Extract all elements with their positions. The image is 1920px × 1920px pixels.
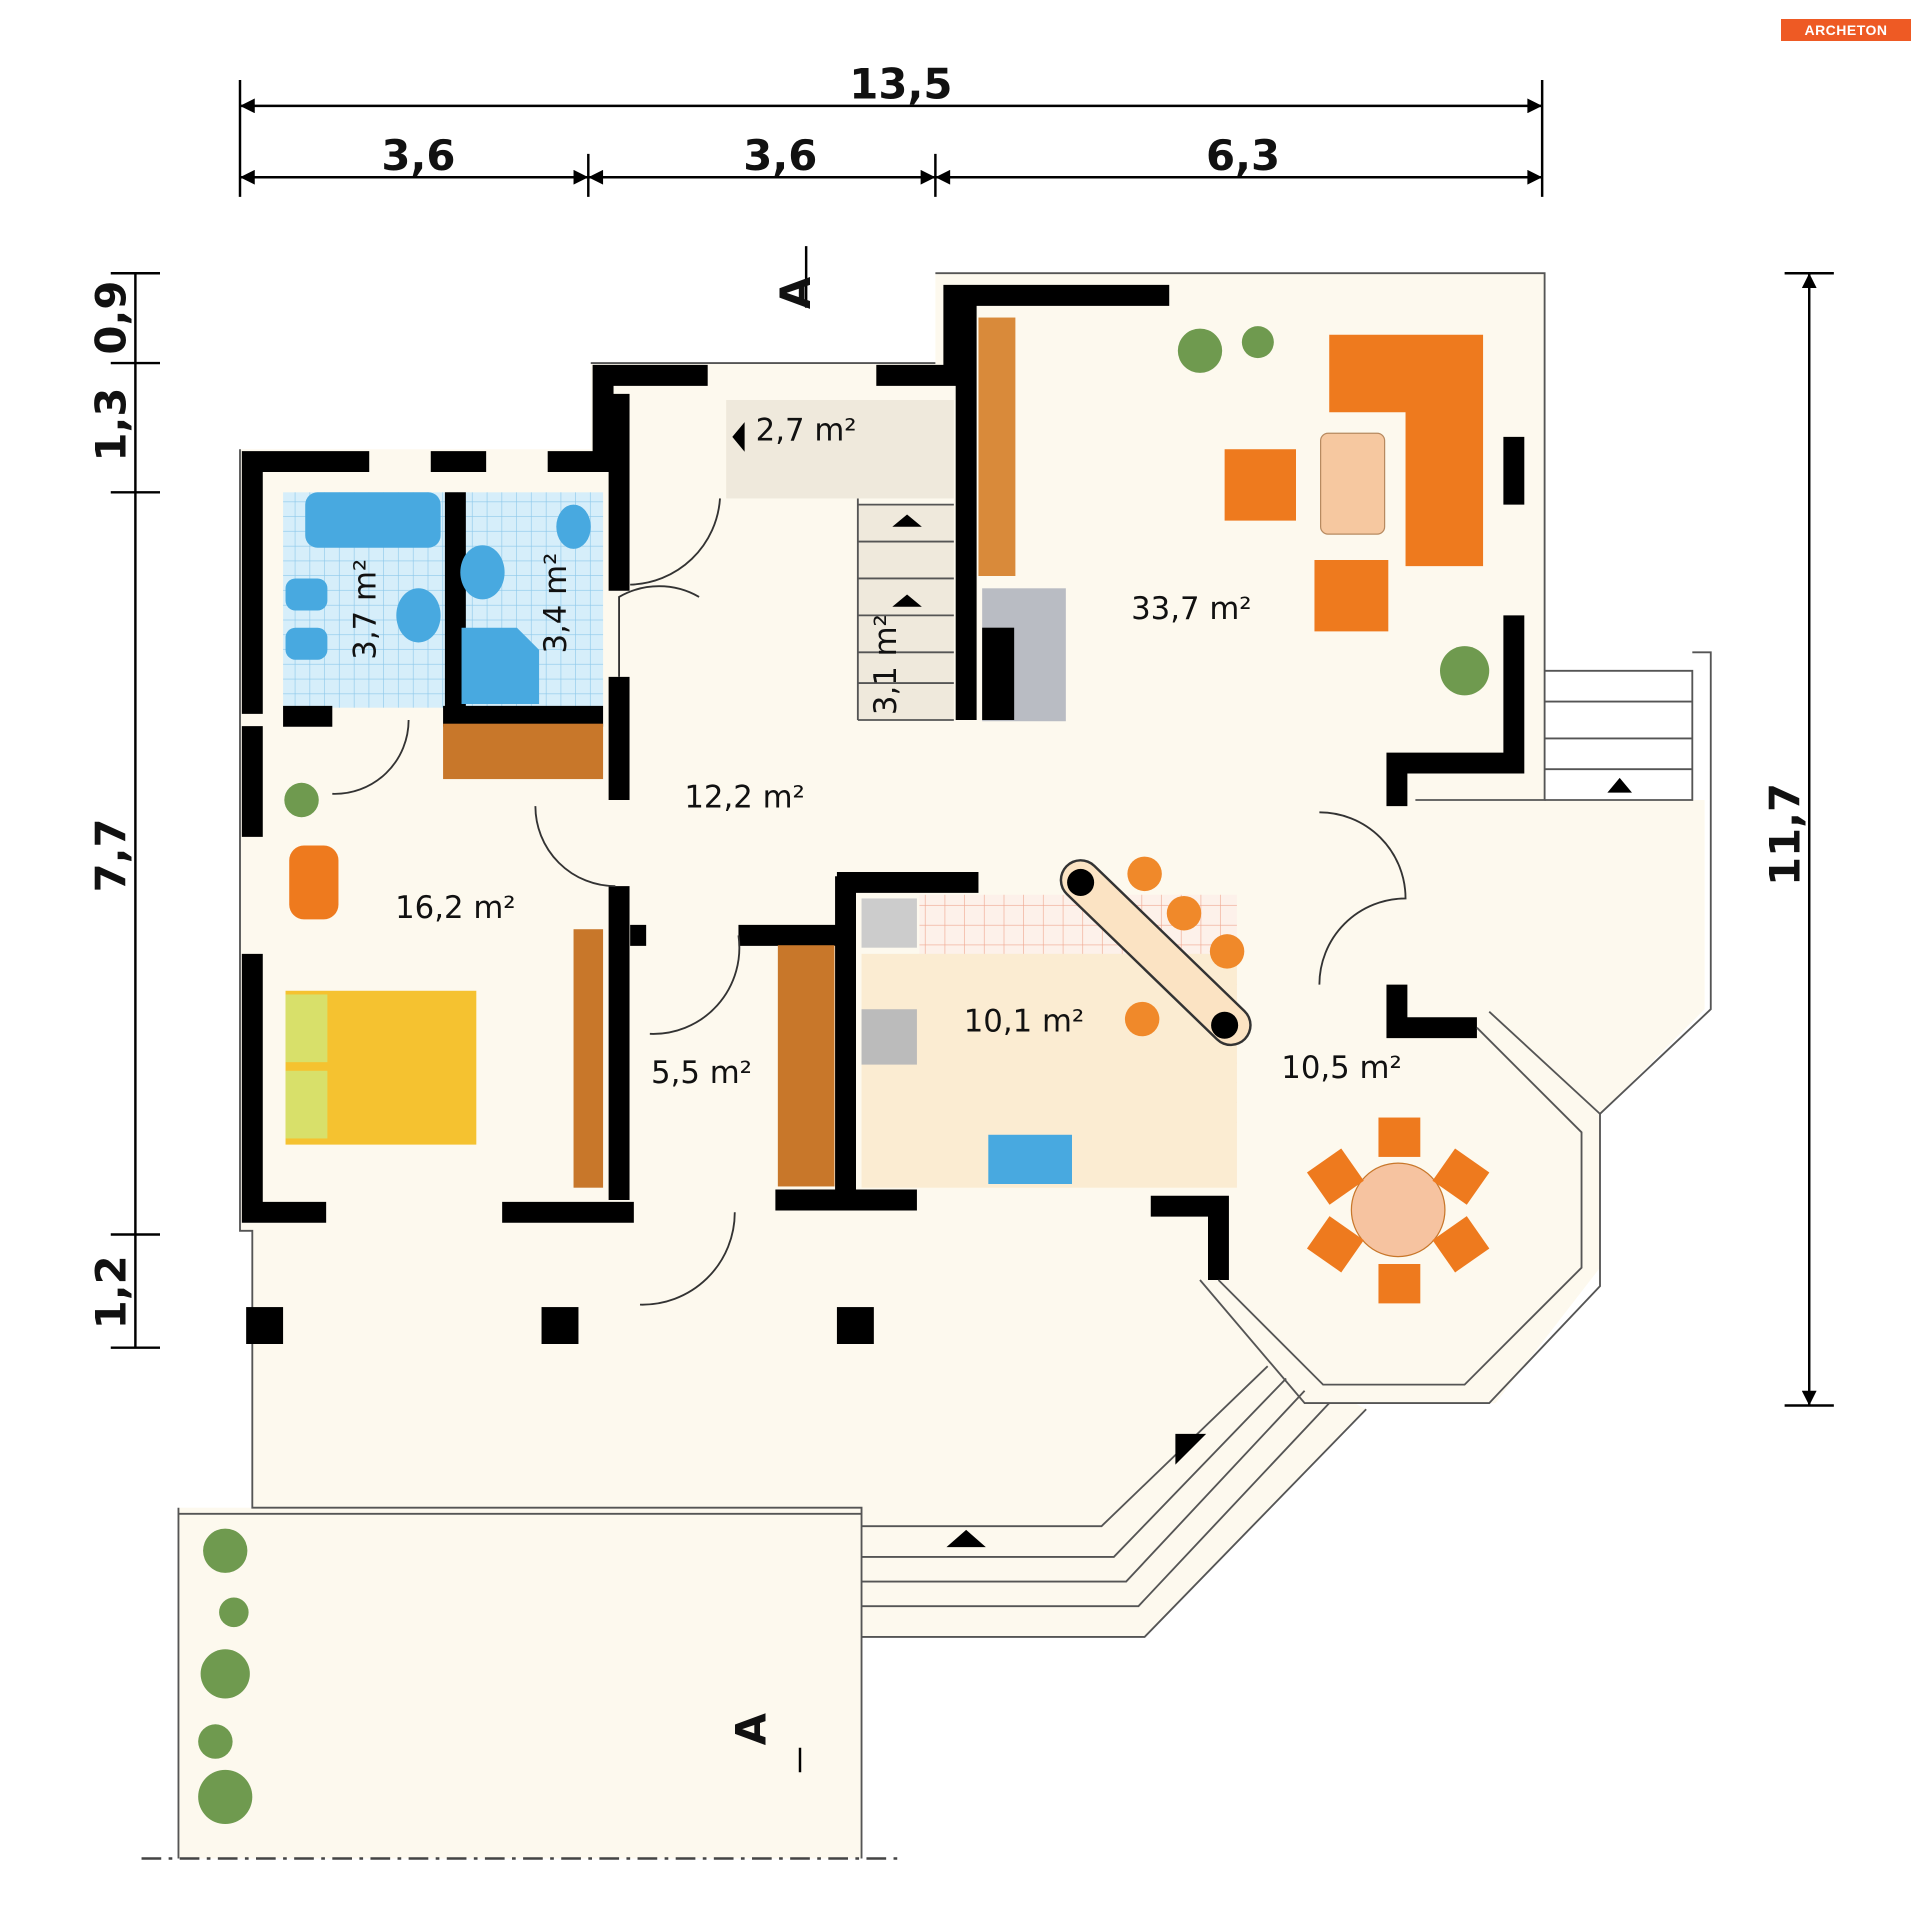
dim-segment: 6,3 bbox=[1206, 131, 1280, 180]
room-area-kitchen: 10,1 m² bbox=[964, 1003, 1085, 1039]
room-area-staircase: 3,1 m² bbox=[868, 614, 904, 715]
plant-icon bbox=[198, 326, 1490, 1824]
section-mark: A bbox=[727, 1712, 776, 1745]
room-area-bathroom: 3,7 m² bbox=[347, 559, 383, 660]
walls bbox=[141, 272, 1712, 1860]
room-area-stair-landing: 2,7 m² bbox=[756, 413, 857, 449]
dimension-lines bbox=[110, 80, 1834, 1773]
wardrobe-icon bbox=[777, 945, 835, 1187]
doors bbox=[332, 498, 1407, 1306]
sink-icon bbox=[460, 545, 505, 600]
columns bbox=[246, 1307, 874, 1344]
sofa-icon bbox=[1329, 334, 1484, 567]
dining-table-icon bbox=[1350, 1162, 1446, 1258]
room-area-vestibule: 5,5 m² bbox=[651, 1055, 752, 1091]
room-area-hall: 12,2 m² bbox=[684, 779, 805, 815]
wardrobe-icon bbox=[443, 723, 604, 780]
dim-segment: 3,6 bbox=[381, 131, 455, 180]
coffee-table-icon bbox=[1320, 432, 1386, 535]
armchair-icon bbox=[289, 845, 339, 920]
dim-segment: 0,9 bbox=[87, 280, 136, 354]
dim-segment: 3,6 bbox=[743, 131, 817, 180]
shower-icon bbox=[461, 627, 540, 704]
kitchen-sink-icon bbox=[988, 1134, 1072, 1184]
furniture bbox=[198, 317, 1632, 1824]
bathtub-icon bbox=[305, 492, 441, 548]
room-area-bedroom: 16,2 m² bbox=[395, 890, 516, 926]
wardrobe-icon bbox=[978, 317, 1016, 576]
archeton-logo: ARCHETON bbox=[1781, 19, 1911, 41]
stove-icon bbox=[861, 1009, 917, 1065]
dim-segment: 1,3 bbox=[87, 388, 136, 462]
dim-total-height: 11,7 bbox=[1760, 783, 1809, 886]
dim-total-width: 13,5 bbox=[849, 59, 952, 108]
dim-segment: 7,7 bbox=[87, 818, 136, 892]
armchair-icon bbox=[1224, 449, 1296, 521]
dim-segment: 1,2 bbox=[87, 1255, 136, 1329]
room-area-living-room: 33,7 m² bbox=[1131, 591, 1252, 627]
wardrobe-icon bbox=[573, 929, 604, 1188]
dining-chairs bbox=[1306, 1117, 1490, 1304]
toilet-icon bbox=[556, 504, 591, 549]
logo-text: ARCHETON bbox=[1804, 22, 1888, 38]
sink-icon bbox=[396, 588, 441, 643]
section-mark: A bbox=[771, 276, 820, 309]
armchair-icon bbox=[1314, 560, 1389, 632]
bar-stools bbox=[1124, 856, 1245, 1037]
room-area-dining-room: 10,5 m² bbox=[1281, 1050, 1402, 1086]
bar-table-icon bbox=[1062, 861, 1250, 1044]
room-area-shower-room: 3,4 m² bbox=[538, 553, 574, 654]
